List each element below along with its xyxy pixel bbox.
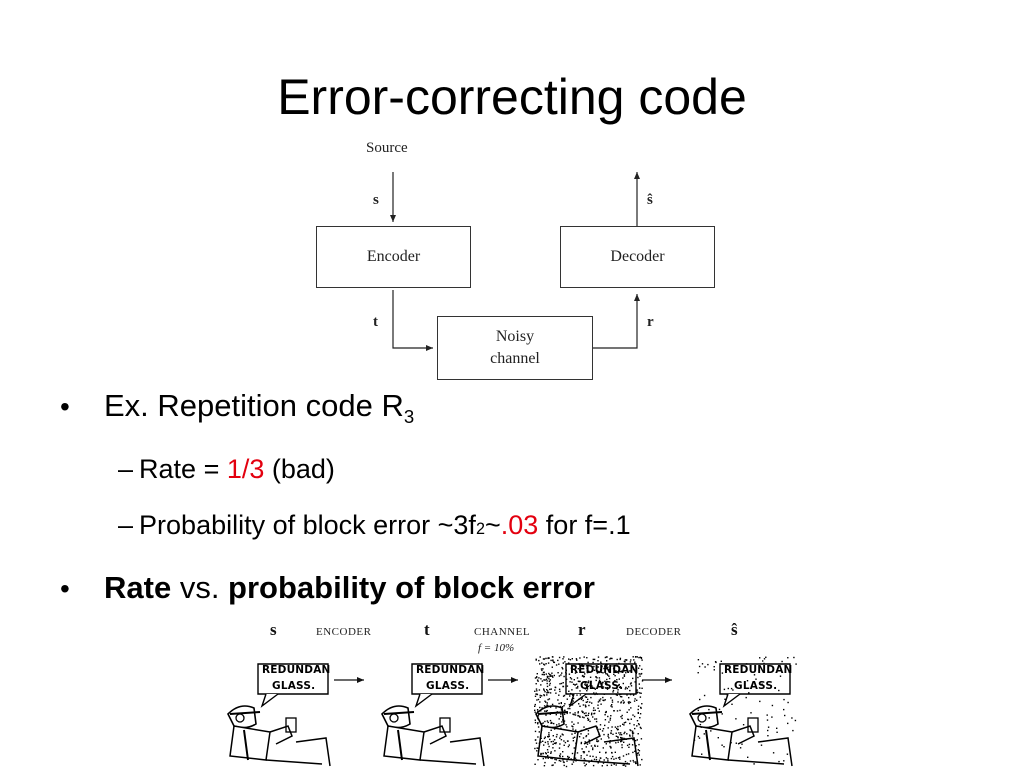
bullet-text: Ex. Repetition code R xyxy=(104,388,404,423)
cartoon-drawing-icon xyxy=(689,656,797,767)
cartoon-drawing-icon xyxy=(381,663,485,767)
cartoon-drawing-icon xyxy=(534,656,644,768)
source-label: Source xyxy=(366,140,408,156)
cartoon-encoded: REDUNDAN GLASS. xyxy=(380,656,490,768)
symbol-s: s xyxy=(373,192,379,208)
encoder-label: Encoder xyxy=(366,248,421,265)
bullet-repetition-code: • Ex. Repetition code R3 xyxy=(60,388,414,428)
bubble-text-line2: GLASS. xyxy=(426,680,470,692)
bullet-rate-vs-probability: • Rate vs. probability of block error xyxy=(60,570,595,606)
rate-suffix: (bad) xyxy=(264,454,335,484)
decoder-label: Decoder xyxy=(610,248,665,265)
dash-icon: – xyxy=(118,510,134,540)
cartoon-drawing-icon xyxy=(227,663,331,767)
noise-pattern-icon xyxy=(534,656,644,768)
decoder-box: Decoder xyxy=(560,226,715,288)
bubble-text-line1: REDUNDAN xyxy=(724,664,793,676)
vs-text: vs. xyxy=(171,570,229,605)
strip-symbol-r: r xyxy=(578,620,586,639)
strip-channel-noise: f = 10% xyxy=(478,642,515,654)
symbol-r: r xyxy=(647,314,654,330)
rate-bold: Rate xyxy=(104,570,172,605)
slide-title: Error-correcting code xyxy=(277,69,747,125)
symbol-s-hat: ŝ xyxy=(647,192,653,208)
cartoon-source: REDUNDAN GLASS. xyxy=(226,656,336,768)
strip-symbol-t: t xyxy=(424,620,430,639)
prob-suffix: for f=.1 xyxy=(538,510,631,540)
rate-value: 1/3 xyxy=(226,454,265,484)
noisy-channel-box: Noisy channel xyxy=(437,316,593,380)
bubble-text-line2: GLASS. xyxy=(734,680,778,692)
strip-encoder-label: ENCODER xyxy=(316,626,372,638)
strip-decoder-label: DECODER xyxy=(626,626,682,638)
prob-value: .03 xyxy=(500,510,539,540)
subbullet-rate: – Rate = 1/3 (bad) xyxy=(118,454,335,485)
bubble-text-line2: GLASS. xyxy=(580,680,624,692)
prob-mid: ~ xyxy=(484,510,501,540)
channel-label-line2: channel xyxy=(490,350,540,367)
rate-prefix: Rate = xyxy=(139,454,227,484)
bubble-text-line2: GLASS. xyxy=(272,680,316,692)
prob-superscript: 2 xyxy=(475,520,485,538)
bullet-dot-icon: • xyxy=(60,573,70,604)
bubble-text-line1: REDUNDAN xyxy=(416,664,485,676)
bullet-dot-icon: • xyxy=(60,391,70,422)
residual-noise-icon xyxy=(693,656,797,765)
cartoon-noisy: REDUNDAN GLASS. xyxy=(534,656,644,768)
bubble-text-line1: REDUNDAN xyxy=(262,664,331,676)
probability-bold: probability of block error xyxy=(228,570,595,605)
cartoon-decoded: REDUNDAN GLASS. xyxy=(688,656,798,768)
strip-symbol-s-hat: ŝ xyxy=(731,620,738,639)
strip-symbol-s: s xyxy=(270,620,277,639)
encoder-box: Encoder xyxy=(316,226,471,288)
symbol-t: t xyxy=(373,314,378,330)
diagram-wires xyxy=(390,172,640,351)
dash-icon: – xyxy=(118,454,134,484)
bullet-subscript: 3 xyxy=(403,406,415,428)
prob-prefix: Probability of block error ~3f xyxy=(139,510,476,540)
channel-label-line1: Noisy xyxy=(495,328,535,345)
bubble-text-line1: REDUNDAN xyxy=(570,664,639,676)
strip-channel-label: CHANNEL xyxy=(474,626,531,638)
